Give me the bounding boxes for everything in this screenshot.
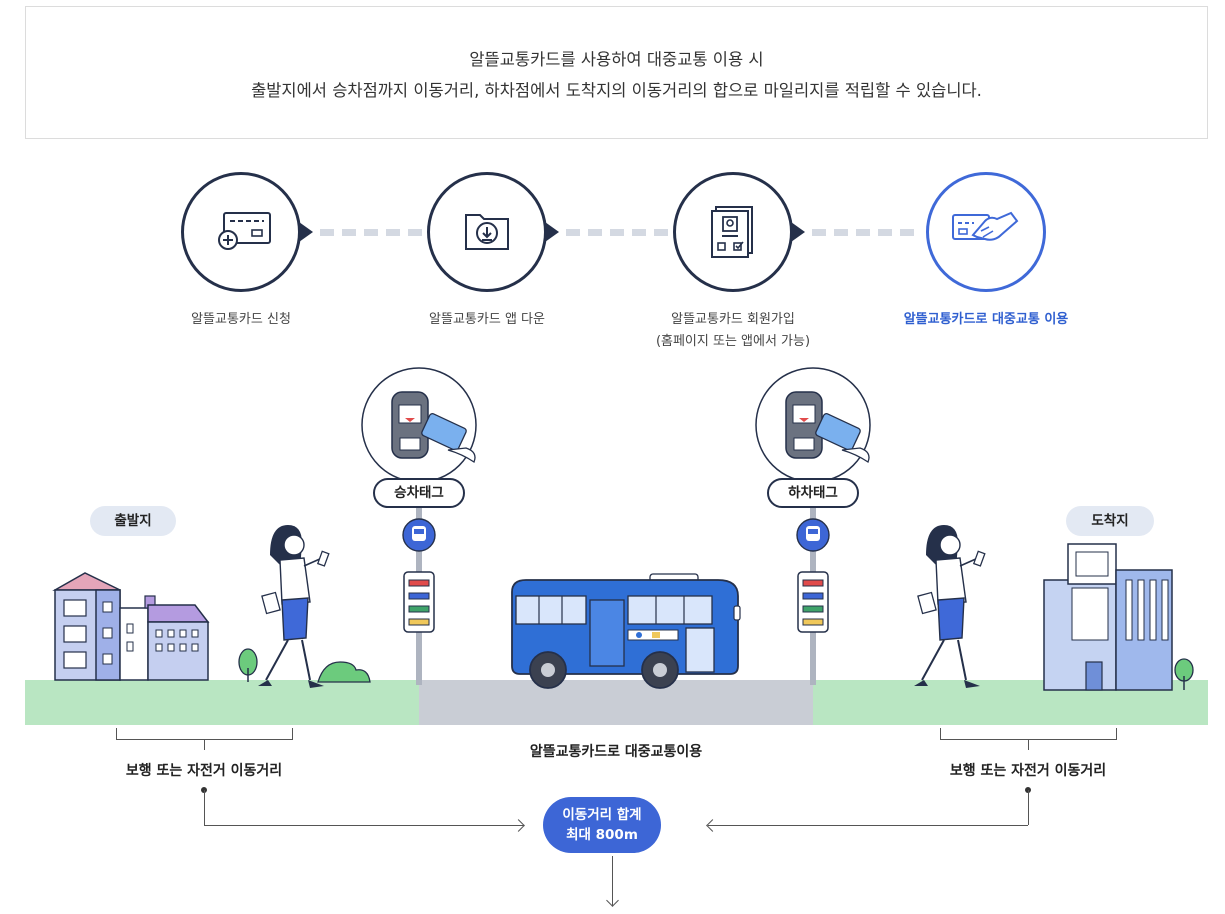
step-arrow-1 <box>299 222 313 242</box>
dash <box>610 229 624 236</box>
step-4-label: 알뜰교통카드로 대중교통 이용 <box>866 309 1106 331</box>
dash <box>834 229 848 236</box>
total-line-1: 이동거리 합계 <box>562 807 642 823</box>
step-3-subtitle: (홈페이지 또는 앱에서 가능) <box>655 334 811 349</box>
dash <box>632 229 646 236</box>
left-bracket-tick <box>204 740 205 750</box>
right-bracket-tick <box>1028 740 1029 750</box>
step-4-circle <box>926 172 1046 292</box>
ground-left <box>25 680 419 725</box>
card-hand-icon <box>952 211 1019 241</box>
road <box>419 680 813 725</box>
dash <box>654 229 668 236</box>
intro-line-1: 알뜰교통카드를 사용하여 대중교통 이용 시 <box>469 50 764 69</box>
dash <box>386 229 400 236</box>
dash <box>588 229 602 236</box>
boarding-tag-label: 승차태그 <box>373 478 465 508</box>
left-connector-vertical <box>204 790 205 825</box>
boarding-stop <box>361 367 477 685</box>
down-connector <box>612 856 613 906</box>
folder-download-icon <box>465 214 509 250</box>
departure-houses <box>52 572 210 681</box>
dash <box>878 229 892 236</box>
card-plus-icon <box>218 212 271 250</box>
dash <box>900 229 914 236</box>
alighting-tag-label: 하차태그 <box>767 478 859 508</box>
intro-line-2: 출발지에서 승차점까지 이동거리, 하차점에서 도착지의 이동거리의 합으로 마… <box>251 81 982 100</box>
step-4-title: 알뜰교통카드로 대중교통 이용 <box>903 312 1069 327</box>
dash <box>566 229 580 236</box>
bus <box>511 573 741 689</box>
intro-box: 알뜰교통카드를 사용하여 대중교통 이용 시 출발지에서 승차점까지 이동거리,… <box>25 6 1208 139</box>
departure-label: 출발지 <box>90 506 176 536</box>
dash <box>856 229 870 236</box>
left-connector-horizontal <box>204 825 524 826</box>
arrival-label: 도착지 <box>1066 506 1154 536</box>
step-3-circle <box>673 172 793 292</box>
left-distance-bracket <box>116 728 293 740</box>
left-walk-caption: 보행 또는 자전거 이동거리 <box>125 763 283 779</box>
arrival-buildings <box>1043 543 1194 691</box>
step-1-label: 알뜰교통카드 신청 <box>121 309 361 331</box>
right-connector-vertical <box>1028 790 1029 825</box>
step-2-label: 알뜰교통카드 앱 다운 <box>367 309 607 331</box>
total-distance-badge: 이동거리 합계 최대 800m <box>543 797 661 853</box>
right-connector-horizontal <box>708 825 1028 826</box>
right-walk-caption: 보행 또는 자전거 이동거리 <box>949 763 1107 779</box>
walking-woman-left <box>258 525 330 688</box>
dash <box>364 229 378 236</box>
transit-caption: 알뜰교통카드로 대중교통이용 <box>529 744 703 760</box>
step-3-label: 알뜰교통카드 회원가입 (홈페이지 또는 앱에서 가능) <box>613 309 853 353</box>
step-1-title: 알뜰교통카드 신청 <box>191 312 291 327</box>
total-line-2: 최대 800m <box>566 827 638 843</box>
alighting-stop <box>755 367 871 685</box>
walking-woman-right <box>914 525 986 688</box>
step-arrow-3 <box>791 222 805 242</box>
step-arrow-2 <box>545 222 559 242</box>
profile-document-icon <box>711 206 753 258</box>
step-2-title: 알뜰교통카드 앱 다운 <box>429 312 545 327</box>
dash <box>812 229 826 236</box>
right-distance-bracket <box>940 728 1117 740</box>
dash <box>408 229 422 236</box>
left-tree <box>238 648 371 683</box>
step-3-title: 알뜰교통카드 회원가입 <box>671 312 795 327</box>
dash <box>342 229 356 236</box>
dash <box>320 229 334 236</box>
